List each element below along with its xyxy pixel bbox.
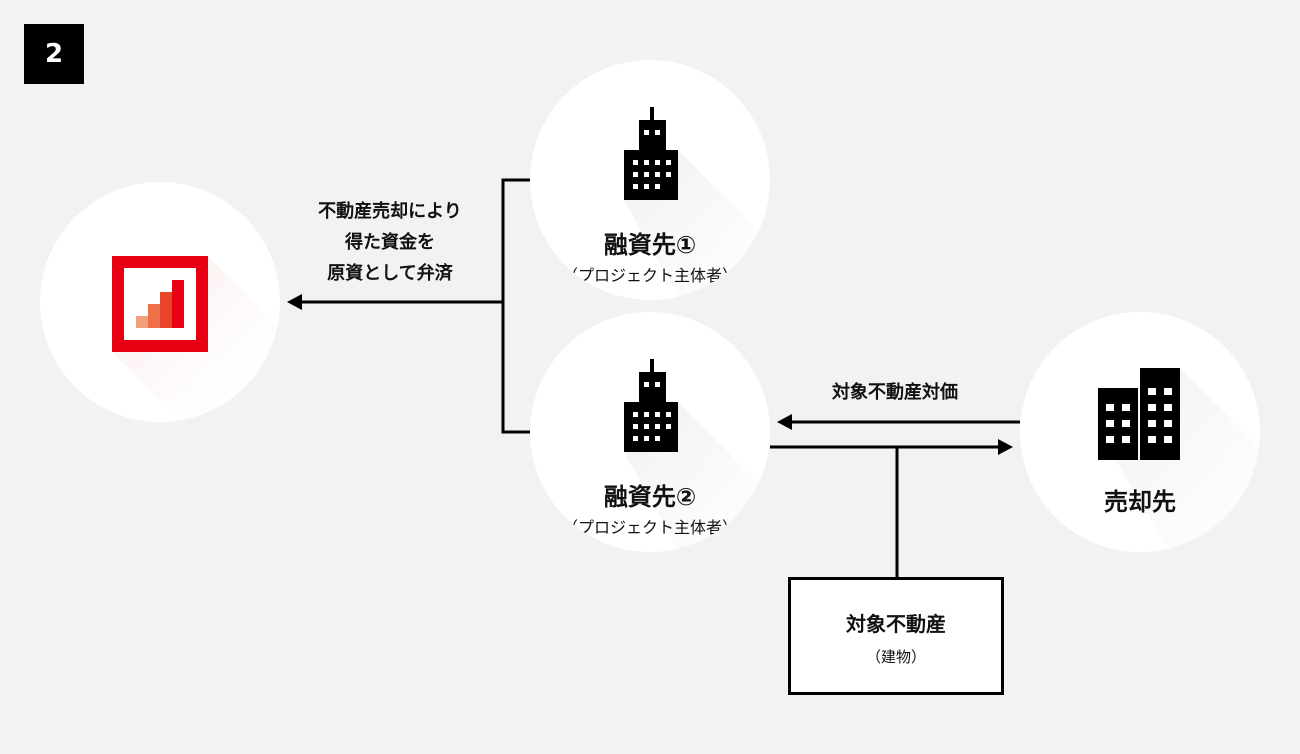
borrower-2-node: 融資先② （プロジェクト主体者）: [530, 312, 770, 552]
borrower-1-sublabel: （プロジェクト主体者）: [561, 266, 738, 285]
property-box: 対象不動産 （建物）: [788, 577, 1004, 695]
property-subtitle: （建物）: [865, 648, 926, 666]
borrower-1-label: 融資先①: [603, 231, 697, 259]
buyer-node: 売却先: [1020, 312, 1260, 552]
payment-label: 対象不動産対価: [832, 382, 958, 403]
borrower-2-sublabel: （プロジェクト主体者）: [561, 518, 738, 537]
buyer-label: 売却先: [1104, 488, 1176, 516]
step-badge: 2: [24, 24, 84, 84]
borrower-2-label: 融資先②: [603, 483, 697, 511]
repayment-label: 不動産売却により 得た資金を 原資として弁済: [318, 201, 462, 284]
bank-logo-icon: [112, 256, 280, 422]
office-building-icon: [624, 359, 770, 552]
borrower-1-node: 融資先① （プロジェクト主体者）: [530, 60, 770, 300]
buildings-icon: [1098, 368, 1260, 552]
office-building-icon: [624, 107, 770, 300]
property-title: 対象不動産: [846, 612, 946, 636]
lender-node: [40, 182, 280, 422]
